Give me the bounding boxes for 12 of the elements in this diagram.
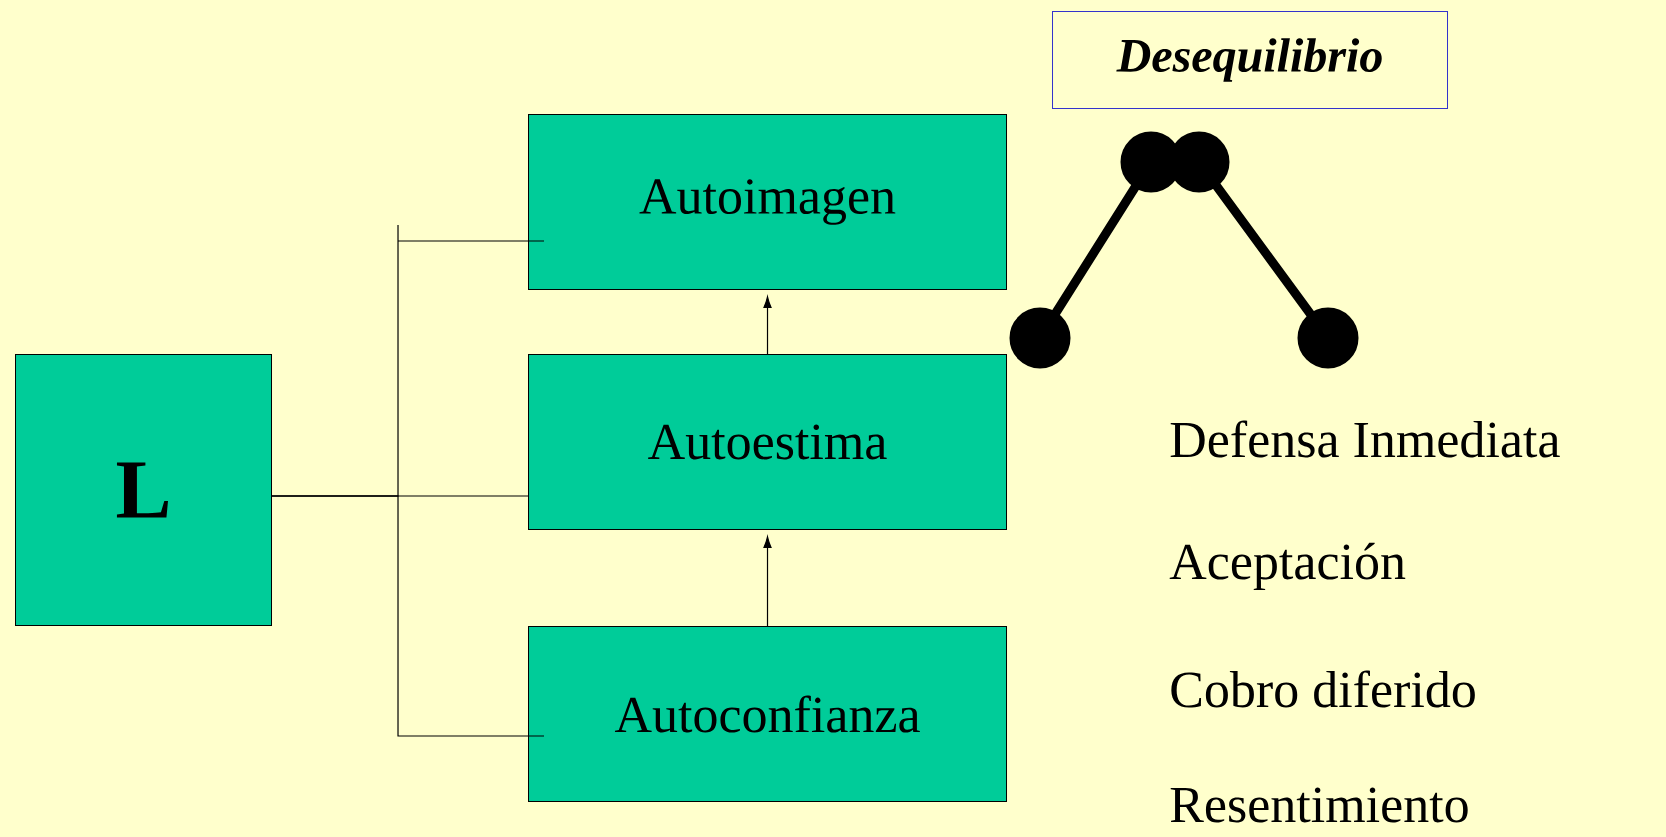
side-label: Resentimiento xyxy=(1170,787,1468,823)
connector xyxy=(763,296,772,355)
connector xyxy=(271,495,545,737)
title-box: Desequilibrio xyxy=(1052,11,1448,109)
connector xyxy=(763,536,772,627)
side-label: Aceptación xyxy=(1169,542,1406,591)
process-box: Autoestima xyxy=(528,354,1007,530)
side-label: Cobro diferido xyxy=(1171,670,1475,708)
side-label: Defensa Inmediata xyxy=(1170,420,1560,458)
process-box: Autoconfianza xyxy=(528,626,1007,802)
process-box: L xyxy=(15,354,272,626)
process-box: Autoimagen xyxy=(528,114,1007,290)
